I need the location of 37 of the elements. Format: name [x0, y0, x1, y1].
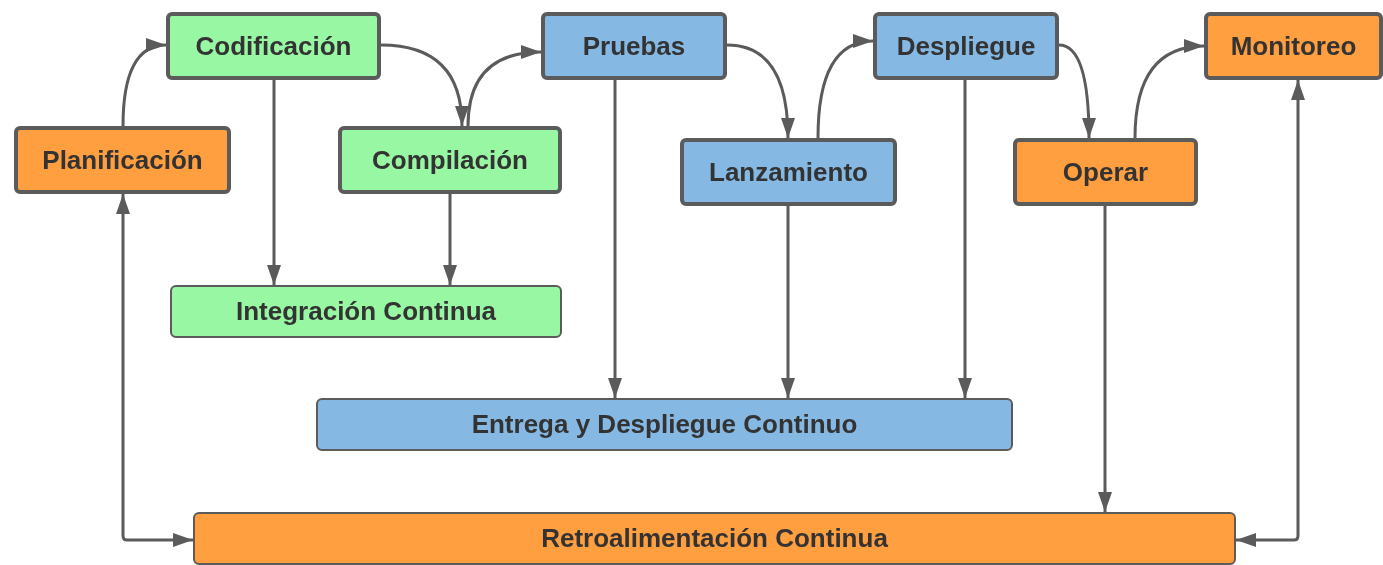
- box-label: Integración Continua: [236, 296, 496, 327]
- box-label: Despliegue: [896, 30, 1036, 62]
- arrow: [608, 80, 622, 398]
- arrow: [380, 43, 469, 127]
- box-label: Lanzamiento: [709, 156, 868, 188]
- arrow: [1098, 206, 1112, 512]
- box-label: Entrega y Despliegue Continuo: [471, 409, 858, 440]
- process-box: [14, 126, 231, 194]
- box-label: Codificación: [195, 30, 352, 62]
- arrow: [816, 35, 874, 139]
- box-label: Retroalimentación Continua: [541, 523, 888, 554]
- process-box: [338, 126, 562, 194]
- process-box: [316, 398, 1013, 451]
- process-box: [1013, 138, 1198, 206]
- arrow: [958, 80, 972, 398]
- process-box: [680, 138, 897, 206]
- box-label: Planificación: [42, 144, 203, 176]
- process-box: [1204, 12, 1383, 80]
- arrow: [466, 45, 542, 127]
- process-box: [541, 12, 727, 80]
- box-label: Monitoreo: [1230, 30, 1357, 62]
- process-box: [166, 12, 381, 80]
- process-box: [193, 512, 1236, 565]
- arrow: [1133, 40, 1205, 139]
- arrow: [781, 206, 795, 398]
- process-box: [873, 12, 1059, 80]
- arrow: [726, 43, 795, 139]
- box-label: Operar: [1062, 156, 1149, 188]
- box-label: Compilación: [372, 144, 528, 176]
- box-label: Pruebas: [582, 30, 686, 62]
- arrow: [116, 194, 193, 547]
- arrow: [1236, 80, 1305, 547]
- arrow: [1058, 43, 1096, 139]
- arrow: [267, 80, 281, 285]
- arrow: [443, 194, 457, 285]
- process-box: [170, 285, 562, 338]
- arrow: [121, 39, 167, 127]
